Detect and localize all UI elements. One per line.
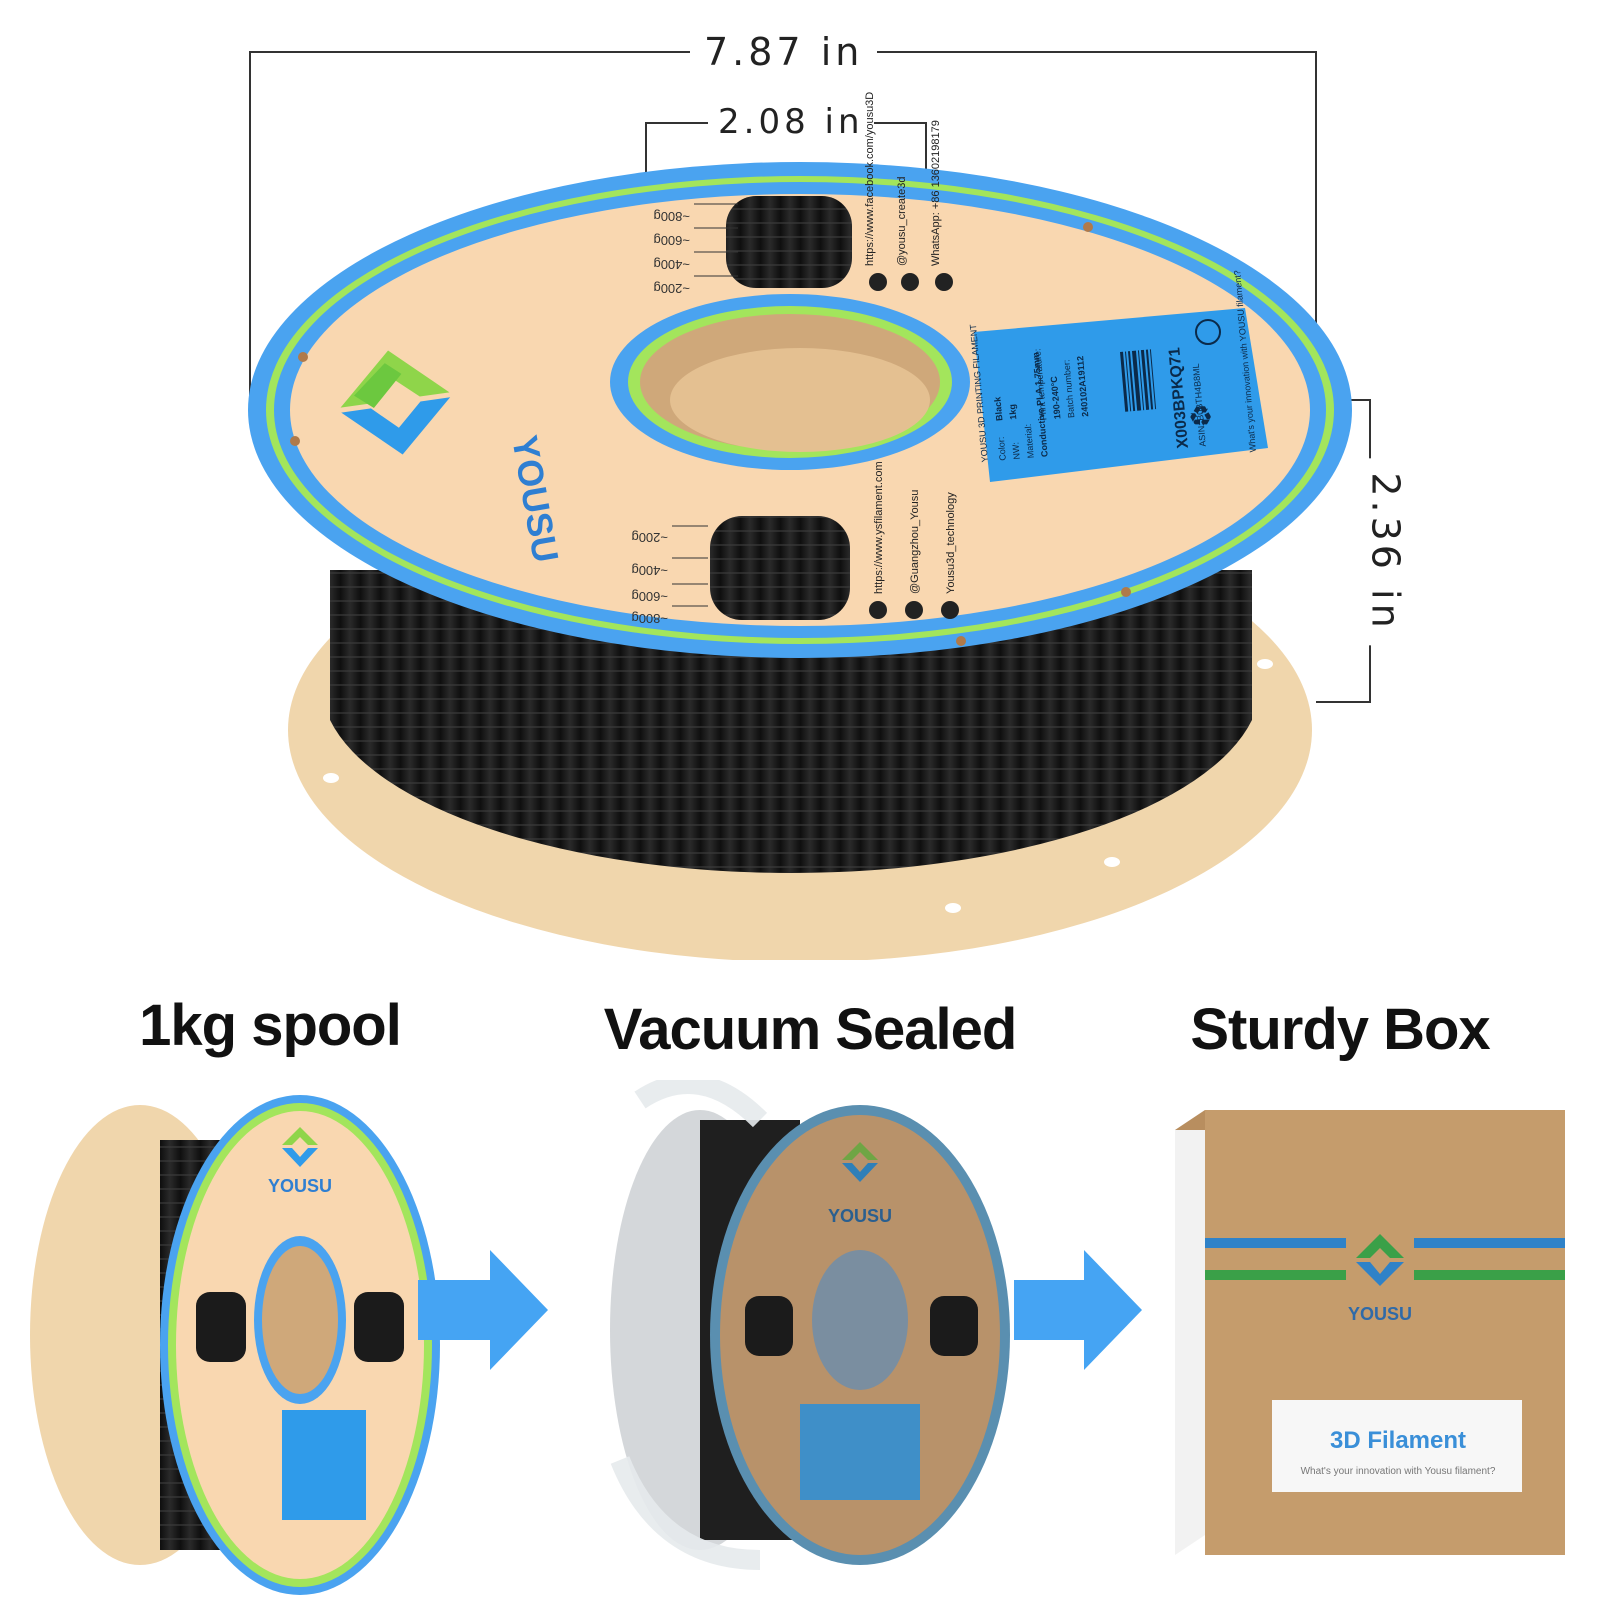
box-brand: YOUSU: [1348, 1304, 1412, 1324]
main-spool: YOUSU ~800g ~600g ~400g ~200g ~200g ~400…: [248, 92, 1352, 960]
certification-icon: [1195, 319, 1221, 345]
bottom-window-slot: [710, 516, 850, 620]
box-label-title: 3D Filament: [1330, 1427, 1466, 1454]
tiktok-handle-text: Yousu3d_technology: [945, 492, 957, 594]
whatsapp-text: WhatsApp: +86 13602198179: [930, 120, 942, 266]
weight-mark: ~800g: [631, 611, 668, 626]
small-spool-brand: YOUSU: [268, 1176, 332, 1196]
whatsapp-icon: [935, 273, 953, 291]
facebook-handle-text: @Guangzhou_Yousu: [909, 490, 921, 594]
box-label: [1272, 1400, 1522, 1492]
instagram-handle-text: @yousu_create3d: [896, 177, 908, 266]
facebook-url-text: https://www.facebook.com/yousu3D: [864, 92, 876, 266]
outer-diameter-label: 7.87 in: [690, 30, 878, 74]
small-yousu-logo-icon: [282, 1127, 318, 1167]
vacuum-yousu-logo-icon: [842, 1142, 878, 1182]
arrow-right-icon: [418, 1250, 548, 1370]
label-material-key: Material:: [1023, 423, 1036, 458]
yousu-logo-icon: [340, 350, 451, 455]
twitter-icon: [869, 273, 887, 291]
label-nw-value: 1kg: [1007, 404, 1018, 420]
box-label-subtitle: What's your innovation with Yousu filame…: [1301, 1466, 1496, 1477]
caption-spool: 1kg spool: [139, 993, 402, 1058]
vacuum-sealed-spool: YOUSU: [610, 1080, 1010, 1570]
barcode-icon: [1120, 349, 1157, 412]
weight-mark: ~200g: [653, 281, 690, 296]
caption-box: Sturdy Box: [1190, 997, 1490, 1062]
label-color-value: Black: [992, 395, 1004, 421]
box-yousu-logo-icon: [1346, 1222, 1414, 1294]
top-window-slot: [726, 196, 852, 288]
bottom-row: YOUSU YOUSU YOUSU 3D Filamen: [30, 1080, 1565, 1595]
weight-mark: ~200g: [631, 530, 668, 545]
facebook-icon: [905, 601, 923, 619]
instagram-icon: [901, 273, 919, 291]
weight-mark: ~600g: [653, 233, 690, 248]
recycle-icon: ♻: [1188, 401, 1213, 432]
website-text: https://www.ysfilament.com: [873, 461, 885, 594]
weight-mark: ~600g: [631, 589, 668, 604]
weight-mark: ~800g: [653, 209, 690, 224]
label-temp-value: 190-240°C: [1049, 375, 1063, 419]
filament-coil: [330, 570, 1252, 873]
hub-diameter-label: 2.08 in: [708, 102, 874, 142]
vacuum-spool-brand: YOUSU: [828, 1206, 892, 1226]
label-color-key: Color:: [996, 436, 1008, 461]
sturdy-box: YOUSU 3D Filament What's your innovation…: [1175, 1110, 1565, 1555]
weight-mark: ~400g: [631, 563, 668, 578]
label-nw-key: NW:: [1010, 442, 1021, 460]
caption-vacuum: Vacuum Sealed: [603, 997, 1018, 1062]
arrow-right-icon: [1014, 1250, 1142, 1370]
tiktok-icon: [941, 601, 959, 619]
weight-mark: ~400g: [653, 257, 690, 272]
website-icon: [869, 601, 887, 619]
small-spool-1kg: YOUSU: [30, 1095, 440, 1595]
